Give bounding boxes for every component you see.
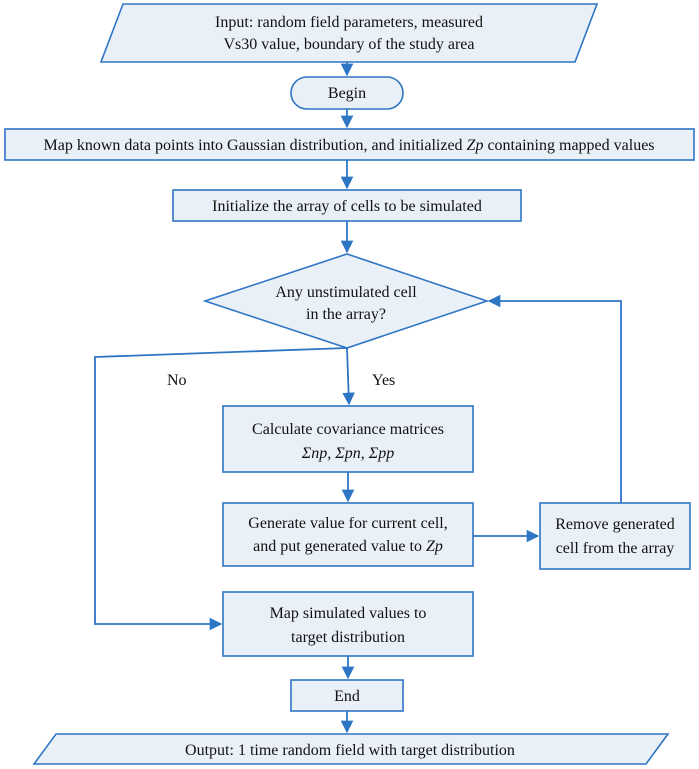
edge-decision-yes (342, 347, 355, 406)
generate-line2: and put generated value to Zp (253, 538, 443, 555)
remove-node: Remove generated cell from the array (539, 502, 691, 570)
input-line2: Vs30 value, boundary of the study area (223, 36, 474, 53)
init-array-label: Initialize the array of cells to be simu… (212, 198, 482, 215)
covariance-node: Calculate covariance matrices Σnp, Σpn, … (222, 405, 474, 473)
covariance-line2: Σnp, Σpn, Σpp (301, 445, 395, 462)
map-sim-line2: target distribution (291, 629, 405, 646)
output-node: Output: 1 time random field with target … (32, 733, 670, 765)
edge-remove-decision (487, 294, 622, 503)
map-known-node: Map known data points into Gaussian dist… (4, 128, 695, 161)
map-known-label: Map known data points into Gaussian dist… (43, 137, 654, 154)
generate-node: Generate value for current cell, and put… (222, 502, 474, 567)
end-node: End (290, 679, 404, 712)
remove-line1: Remove generated (555, 516, 675, 533)
decision-line1: Any unstimulated cell (275, 284, 417, 301)
input-line1: Input: random field parameters, measured (215, 14, 483, 31)
begin-label: Begin (328, 85, 366, 102)
edge-decision-no (94, 347, 348, 631)
decision-line2: in the array? (306, 306, 386, 323)
input-node: Input: random field parameters, measured… (99, 3, 599, 63)
map-sim-line1: Map simulated values to (270, 605, 427, 622)
decision-node: Any unstimulated cell in the array? (202, 253, 490, 349)
generate-line1: Generate value for current cell, (248, 515, 447, 532)
begin-node: Begin (290, 76, 404, 110)
edge-label-yes: Yes (372, 372, 395, 389)
covariance-line1: Calculate covariance matrices (252, 421, 444, 438)
output-label: Output: 1 time random field with target … (185, 742, 515, 759)
end-label: End (334, 688, 360, 705)
init-array-node: Initialize the array of cells to be simu… (172, 189, 522, 222)
edge-label-no: No (167, 372, 187, 389)
remove-line2: cell from the array (556, 540, 675, 557)
map-sim-node: Map simulated values to target distribut… (222, 591, 474, 657)
